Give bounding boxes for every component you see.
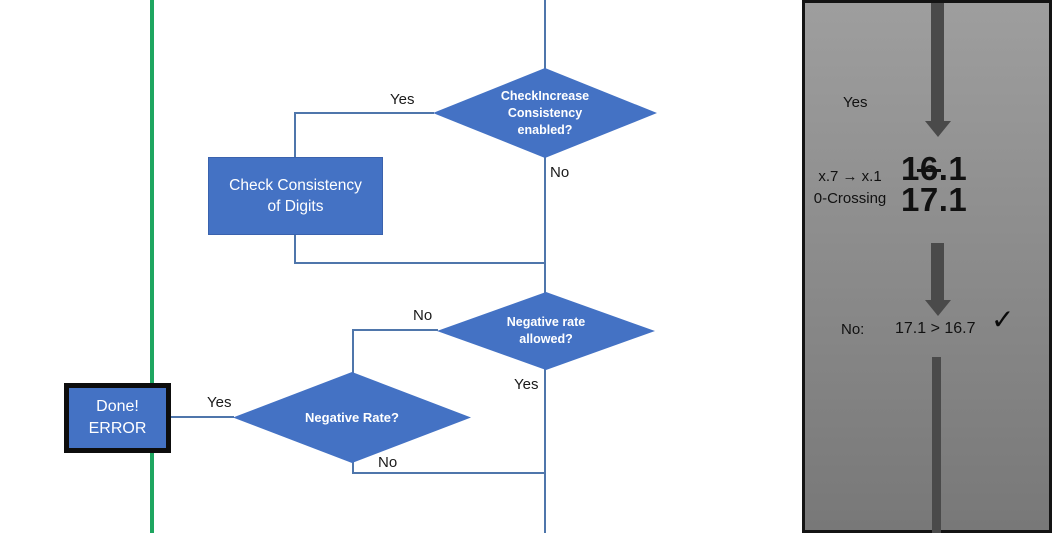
new-value: 17.1 (901, 181, 968, 218)
connector-down-to-process (294, 112, 296, 158)
down-arrow-icon (925, 300, 951, 316)
checkmark-icon: ✓ (991, 304, 1015, 335)
edge-label-no-bottom: No (378, 454, 398, 471)
connector-down-to-negative-rate (352, 329, 354, 373)
side-panel: Yes x.7 → x.1 0-Crossing 16.1 17.1 No: 1… (802, 0, 1052, 533)
process-check-consistency-of-digits: Check Consistency of Digits (208, 157, 383, 235)
decision-negative-rate-allowed: Negative rate allowed? (437, 292, 655, 370)
connector-yes-to-process (294, 112, 434, 114)
decision-label-line: Negative rate (506, 315, 586, 329)
decision-label-line: CheckIncrease (500, 88, 590, 103)
connector-negative-rate-down (352, 462, 354, 474)
down-arrow-shaft (931, 3, 944, 121)
decision-label-line: Consistency (507, 105, 583, 120)
connector-process-down (294, 235, 296, 264)
down-arrow-shaft (931, 243, 944, 300)
connector-yes-to-done (170, 416, 234, 418)
terminator-label-line: ERROR (88, 420, 147, 437)
process-label-line: of Digits (267, 198, 324, 215)
decision-label: Negative Rate? (305, 410, 399, 425)
edge-label-yes-middle: Yes (514, 376, 539, 393)
process-label-line: Check Consistency (229, 177, 362, 194)
connector-no-to-left (352, 329, 438, 331)
panel-yes-label: Yes (843, 94, 868, 111)
decision-label-line: enabled? (517, 122, 573, 137)
decision-label-line: allowed? (519, 332, 573, 346)
edge-label-no-middle: No (413, 307, 433, 324)
result-no-label: No: (841, 321, 865, 338)
down-arrow-shaft (932, 357, 941, 533)
value-comparison-numbers: 16.1 17.1 (901, 150, 968, 218)
edge-label-no-top: No (550, 164, 570, 181)
edge-label-yes-top: Yes (390, 91, 415, 108)
terminator-label-line: Done! (96, 398, 139, 415)
connector-process-to-main (294, 262, 545, 264)
edge-label-yes-done: Yes (207, 394, 232, 411)
terminator-done-error: Done! ERROR (64, 383, 171, 453)
down-arrow-icon (925, 121, 951, 137)
main-flow-line (544, 0, 546, 533)
decision-check-increase-consistency: CheckIncrease Consistency enabled? (433, 68, 657, 158)
old-value: 16.1 (901, 150, 968, 187)
note-block: x.7 → x.1 0-Crossing (805, 166, 895, 210)
green-boundary-line (150, 0, 154, 533)
result-comparison: 17.1 > 16.7 (895, 320, 976, 337)
connector-no-to-main (352, 472, 545, 474)
struck-digit: 6 (916, 150, 941, 187)
note-line-zero-crossing: 0-Crossing (813, 190, 887, 207)
note-line-crossing-rule: x.7 → x.1 (818, 168, 882, 185)
decision-negative-rate: Negative Rate? (233, 372, 471, 463)
